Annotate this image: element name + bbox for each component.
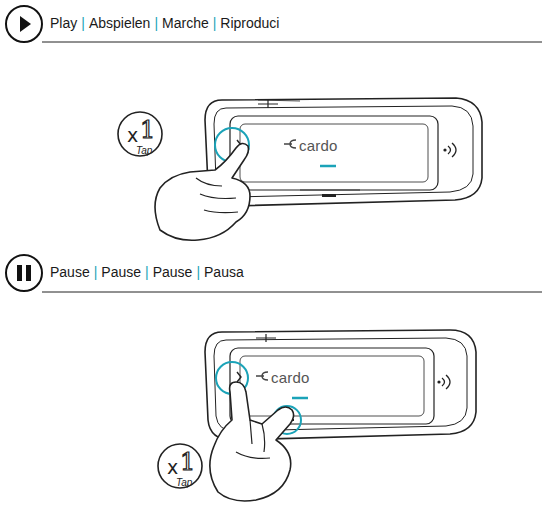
tap-badge bbox=[118, 112, 162, 156]
brand-logo: cardo bbox=[299, 137, 338, 154]
heading-word: Pause bbox=[153, 264, 193, 280]
play-icon bbox=[6, 6, 42, 42]
tap-badge bbox=[158, 444, 202, 488]
heading-word: Marche bbox=[162, 15, 209, 31]
heading-word: Pausa bbox=[204, 264, 244, 280]
tap-count: 1 bbox=[140, 116, 155, 144]
heading-word: Play bbox=[50, 15, 77, 31]
tap-label: Tap bbox=[136, 145, 152, 156]
separator: | bbox=[154, 15, 158, 31]
tap-count: x bbox=[167, 456, 178, 478]
brand-logo: cardo bbox=[271, 369, 310, 386]
tap-count: 1 bbox=[180, 448, 195, 476]
tap-label: Tap bbox=[176, 477, 192, 488]
separator: | bbox=[145, 264, 149, 280]
hand bbox=[155, 143, 250, 240]
heading-word: Pause bbox=[50, 264, 90, 280]
heading-word: Abspielen bbox=[89, 15, 151, 31]
pause-icon bbox=[6, 255, 42, 291]
separator: | bbox=[213, 15, 217, 31]
heading-word: Riproduci bbox=[220, 15, 279, 31]
hand bbox=[210, 382, 294, 501]
separator: | bbox=[196, 264, 200, 280]
heading-word: Pause bbox=[101, 264, 141, 280]
heading: Play|Abspielen|Marche|Riproduci bbox=[50, 15, 279, 31]
separator: | bbox=[94, 264, 98, 280]
heading: Pause|Pause|Pause|Pausa bbox=[50, 264, 244, 280]
separator: | bbox=[81, 15, 85, 31]
tap-count: x bbox=[127, 124, 138, 146]
